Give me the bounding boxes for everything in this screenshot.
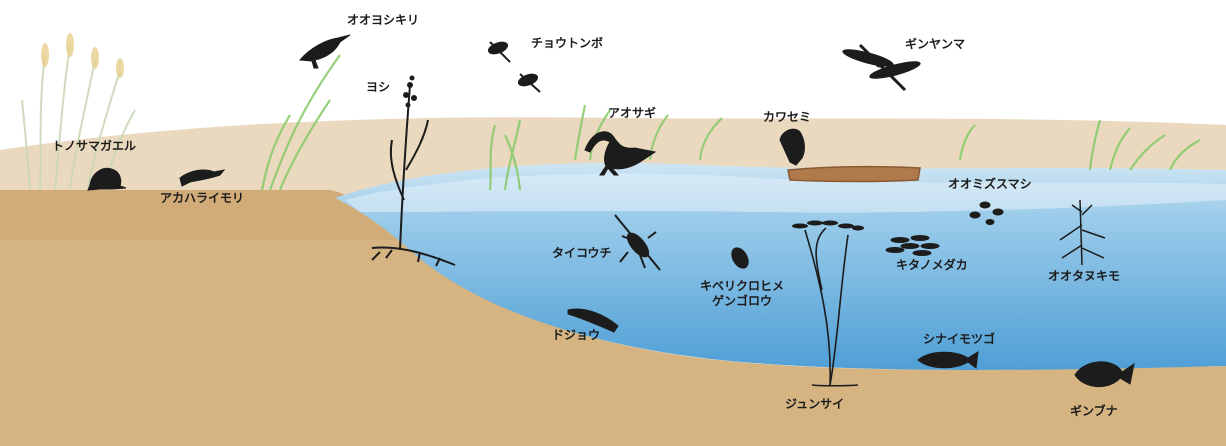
label-oo-yoshikiri: オオヨシキリ: [347, 13, 419, 28]
label-oomizusumashi: オオミズスマシ: [948, 177, 1032, 192]
label-chouton-bo: チョウトンボ: [531, 36, 603, 51]
warbler-icon: [300, 35, 350, 68]
label-dojou: ドジョウ: [552, 328, 600, 343]
log-icon: [788, 167, 920, 182]
label-kiberikurohime-line1: キベリクロヒメ: [700, 279, 784, 294]
label-taikouchi: タイコウチ: [552, 246, 612, 261]
label-akahara-imori: アカハライモリ: [160, 191, 244, 206]
label-ginbuna: ギンブナ: [1070, 404, 1118, 419]
label-yoshi: ヨシ: [366, 80, 390, 95]
label-kawasemi: カワセミ: [763, 110, 811, 125]
label-kitanomedaka: キタノメダカ: [896, 258, 968, 273]
label-junsai: ジュンサイ: [785, 397, 844, 412]
label-kiberikurohime-gengorou: キベリクロヒメ ゲンゴロウ: [700, 279, 784, 309]
label-shinaimotsugo: シナイモツゴ: [923, 332, 995, 347]
reed-ears: [41, 33, 124, 78]
label-ootanukimo: オオタヌキモ: [1048, 269, 1120, 284]
label-kiberikurohime-line2: ゲンゴロウ: [700, 294, 784, 309]
label-tonosama-gaeru: トノサマガエル: [52, 139, 136, 154]
label-aosagi: アオサギ: [608, 106, 656, 121]
label-ginyanma: ギンヤンマ: [905, 37, 965, 52]
